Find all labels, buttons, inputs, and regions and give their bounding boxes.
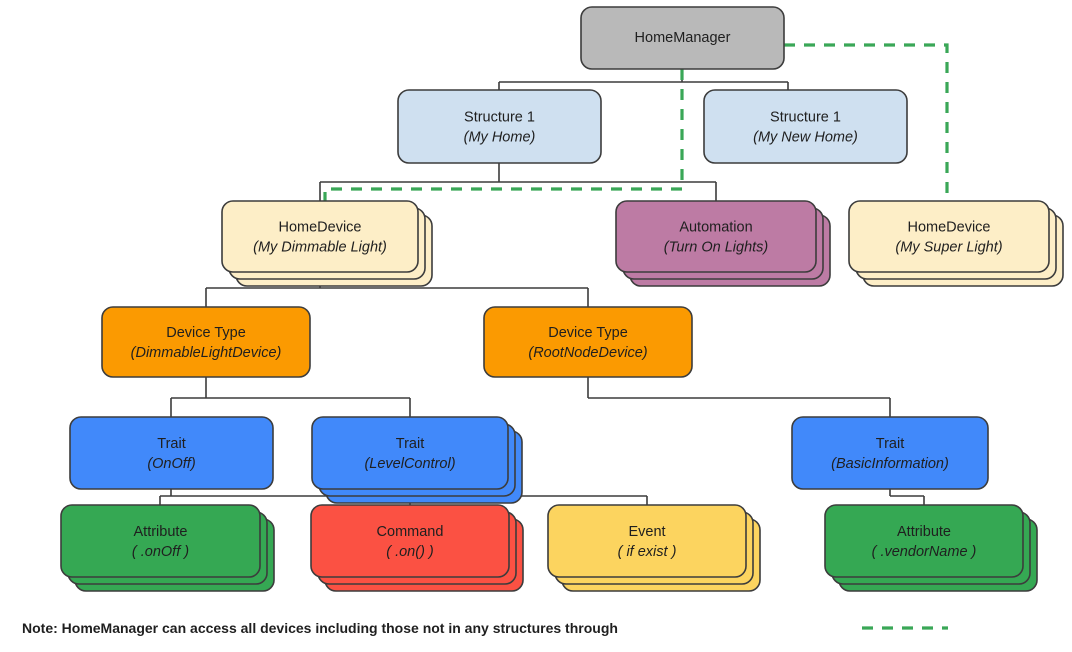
- card-front: [397, 89, 602, 164]
- node-title: Trait: [876, 436, 904, 452]
- node-subtitle: (RootNodeDevice): [528, 345, 647, 361]
- node-title: Structure 1: [770, 109, 841, 125]
- node-subtitle: (Turn On Lights): [664, 239, 769, 255]
- card-front: [791, 416, 989, 490]
- connector-rootnode-to-trait: [587, 377, 891, 417]
- node-subtitle: (My Super Light): [895, 239, 1002, 255]
- card-front: [60, 504, 261, 578]
- node-subtitle: (DimmableLightDevice): [131, 345, 282, 361]
- node-title: HomeDevice: [279, 219, 362, 235]
- card-front: [310, 504, 510, 578]
- device-type-rootnodedevice-node[interactable]: Device Type (RootNodeDevice): [483, 306, 693, 378]
- card-front: [848, 200, 1050, 273]
- home-manager-node[interactable]: HomeManager: [580, 6, 785, 70]
- node-subtitle: ( if exist ): [618, 544, 677, 560]
- trait-basicinformation-node[interactable]: Trait (BasicInformation): [791, 416, 989, 490]
- trait-levelcontrol-node[interactable]: Trait (LevelControl): [311, 416, 523, 504]
- automation-turn-on-lights-node[interactable]: Automation (Turn On Lights): [615, 200, 831, 287]
- card-front: [615, 200, 817, 273]
- node-title: HomeManager: [635, 30, 731, 46]
- card-front: [703, 89, 908, 164]
- node-title: Trait: [396, 436, 424, 452]
- node-title: Trait: [157, 436, 185, 452]
- device-type-dimmablelightdevice-node[interactable]: Device Type (DimmableLightDevice): [101, 306, 311, 378]
- node-title: Device Type: [166, 325, 246, 341]
- node-title: Event: [628, 524, 665, 540]
- card-front: [580, 6, 785, 70]
- connector-dimmablelight-to-traits: [170, 377, 411, 417]
- node-subtitle: (OnOff): [147, 456, 195, 472]
- node-subtitle: (LevelControl): [364, 456, 455, 472]
- node-title: Automation: [679, 219, 752, 235]
- structure-my-home-node[interactable]: Structure 1 (My Home): [397, 89, 602, 164]
- node-subtitle: ( .on() ): [386, 544, 434, 560]
- node-title: HomeDevice: [908, 219, 991, 235]
- attribute-vendorname-node[interactable]: Attribute ( .vendorName ): [824, 504, 1038, 592]
- card-front: [483, 306, 693, 378]
- homedevice-my-super-light-node[interactable]: HomeDevice (My Super Light): [848, 200, 1064, 287]
- event-if-exist-node[interactable]: Event ( if exist ): [547, 504, 761, 592]
- node-title: Attribute: [897, 524, 951, 540]
- connector-myhome-to-children: [319, 163, 717, 201]
- structure-my-new-home-node[interactable]: Structure 1 (My New Home): [703, 89, 908, 164]
- card-front: [101, 306, 311, 378]
- node-subtitle: ( .vendorName ): [872, 544, 977, 560]
- card-front: [547, 504, 747, 578]
- dashed-link-homemanager-to-dimmable: [323, 69, 684, 201]
- node-title: Structure 1: [464, 109, 535, 125]
- dashed-link-homemanager-to-superlight: [784, 43, 949, 203]
- node-title: Attribute: [134, 524, 188, 540]
- node-subtitle: (BasicInformation): [831, 456, 949, 472]
- connector-homemanager-to-structures: [498, 69, 789, 90]
- diagram-note: Note: HomeManager can access all devices…: [22, 620, 618, 636]
- node-subtitle: (My Home): [464, 129, 536, 145]
- card-front: [311, 416, 509, 490]
- trait-onoff-node[interactable]: Trait (OnOff): [69, 416, 274, 490]
- card-front: [221, 200, 419, 273]
- card-front: [69, 416, 274, 490]
- note-layer: Note: HomeManager can access all devices…: [22, 620, 948, 636]
- dashed-links-layer: [323, 43, 949, 203]
- node-subtitle: (My Dimmable Light): [253, 239, 387, 255]
- node-subtitle: ( .onOff ): [132, 544, 189, 560]
- command-on-node[interactable]: Command ( .on() ): [310, 504, 524, 592]
- node-title: Device Type: [548, 325, 628, 341]
- connector-basicinfo-to-attribute: [889, 489, 925, 505]
- card-front: [824, 504, 1024, 578]
- attribute-onoff-node[interactable]: Attribute ( .onOff ): [60, 504, 275, 592]
- homedevice-my-dimmable-light-node[interactable]: HomeDevice (My Dimmable Light): [221, 200, 433, 287]
- node-title: Command: [377, 524, 444, 540]
- node-subtitle: (My New Home): [753, 129, 858, 145]
